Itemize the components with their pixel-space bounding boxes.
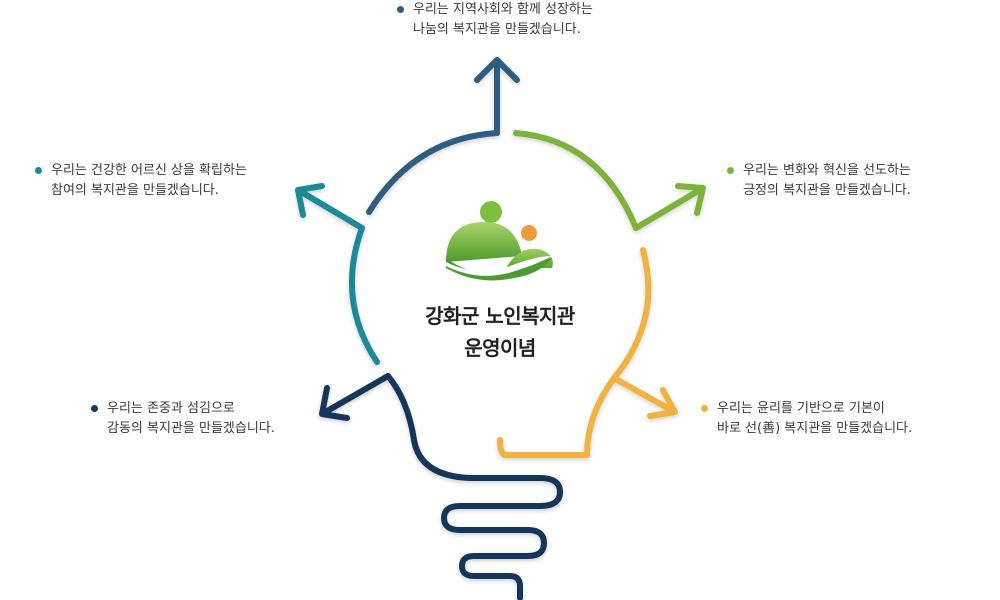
arrow-topright (633, 183, 706, 231)
principle-left: 우리는 존중과 섬김으로 감동의 복지관을 만들겠습니다. (91, 399, 275, 439)
principle-left-line2: 감동의 복지관을 만들겠습니다. (107, 421, 275, 436)
principle-top: 우리는 지역사회와 함께 성장하는 나눔의 복지관을 만들겠습니다. (397, 0, 593, 40)
principle-topleft-line1: 우리는 건강한 어르신 상을 확립하는 (51, 163, 247, 178)
bullet-dot-right (701, 405, 708, 412)
center-title-line1: 강화군 노인복지관 (425, 304, 575, 328)
bullet-dot-topright (727, 167, 734, 174)
principle-top-line1: 우리는 지역사회와 함께 성장하는 (413, 2, 593, 17)
principle-topright: 우리는 변화와 혁신을 선도하는 긍정의 복지관을 만들겠습니다. (727, 161, 911, 201)
center-title: 강화군 노인복지관 운영이념 (380, 300, 620, 364)
bullet-dot-topleft (35, 167, 42, 174)
lightbulb-base (385, 373, 563, 600)
arc-topleft (348, 225, 380, 365)
arrow-topleft (295, 183, 365, 231)
principle-right-line1: 우리는 윤리를 기반으로 기본이 (717, 401, 885, 416)
principle-top-line2: 나눔의 복지관을 만들겠습니다. (413, 22, 581, 37)
principle-topright-line1: 우리는 변화와 혁신을 선도하는 (743, 163, 911, 178)
arc-right (497, 247, 652, 458)
arc-topright (513, 130, 639, 231)
bullet-dot-top (397, 6, 404, 13)
principle-left-line1: 우리는 존중과 섬김으로 (107, 401, 235, 416)
center-title-line2: 운영이념 (464, 336, 536, 360)
principle-topright-line2: 긍정의 복지관을 만들겠습니다. (743, 183, 911, 198)
principle-topleft: 우리는 건강한 어르신 상을 확립하는 참여의 복지관을 만들겠습니다. (35, 161, 247, 201)
arc-top (366, 130, 500, 215)
principle-right: 우리는 윤리를 기반으로 기본이 바로 선(善) 복지관을 만들겠습니다. (701, 399, 912, 439)
bullet-dot-left (91, 405, 98, 412)
principle-right-line2: 바로 선(善) 복지관을 만들겠습니다. (717, 421, 913, 436)
welfare-center-logo-icon (446, 201, 553, 281)
arrow-left (319, 373, 391, 421)
arrow-top (474, 57, 520, 136)
arrow-right (611, 375, 678, 419)
principle-topleft-line2: 참여의 복지관을 만들겠습니다. (51, 183, 219, 198)
